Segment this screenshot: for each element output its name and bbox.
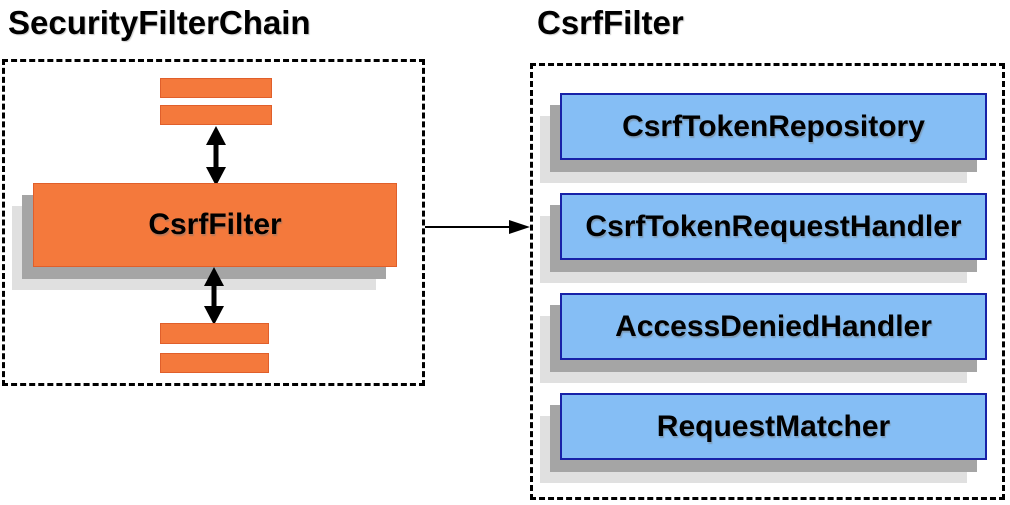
component-node-access-denied-handler: AccessDeniedHandler [560,293,987,360]
component-label: AccessDeniedHandler [615,309,932,343]
right-arrow-icon [425,220,530,234]
filter-placeholder-bar [160,353,269,373]
security-filter-chain-title: SecurityFilterChain [8,4,311,41]
component-label: CsrfTokenRequestHandler [585,209,962,243]
component-node-csrf-token-repository: CsrfTokenRepository [560,93,987,160]
bidirectional-arrow-icon [206,126,226,186]
filter-placeholder-bar [160,78,272,98]
bidirectional-arrow-icon [204,267,224,325]
filter-placeholder-bar [160,105,272,125]
csrf-filter-node-label: CsrfFilter [148,208,282,241]
csrf-filter-components-container [530,63,1005,500]
csrf-filter-title: CsrfFilter [537,4,684,41]
security-filter-chain-container [2,59,425,386]
component-label: RequestMatcher [656,409,891,443]
component-label: CsrfTokenRepository [622,109,925,143]
component-node-request-matcher: RequestMatcher [560,393,987,460]
filter-placeholder-bar [160,323,269,344]
csrf-filter-node: CsrfFilter [33,183,397,267]
component-node-csrf-token-request-handler: CsrfTokenRequestHandler [560,193,987,260]
